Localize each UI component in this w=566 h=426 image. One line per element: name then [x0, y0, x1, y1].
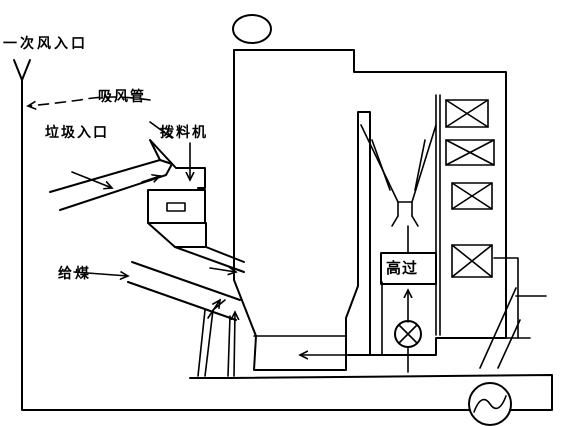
air-duct [21, 79, 471, 411]
outlet-ducts [435, 257, 547, 369]
material-feeder-box [147, 142, 207, 248]
air-return-duct [189, 374, 553, 411]
air-riser-ducts [197, 300, 235, 377]
material-feeder-label: 拨料机 [160, 125, 208, 141]
coal-feed-arrow [73, 272, 128, 276]
circulation-line [300, 281, 408, 373]
garbage-inlet-arrow [71, 171, 112, 188]
suction-duct-line [28, 96, 151, 106]
coal-feed-label: 给煤 [58, 266, 92, 282]
garbage-inlet-label: 垃圾入口 [45, 125, 109, 141]
garbage-conveyor [49, 139, 206, 211]
feed-chutes [73, 246, 245, 321]
superheater-label: 高过 [386, 259, 419, 277]
flue-hopper [360, 124, 437, 227]
primary-air-pipe [13, 59, 553, 411]
boiler-body [233, 49, 507, 371]
air-inlet-funnel [13, 59, 31, 81]
pump-icon [394, 320, 422, 348]
primary-air-inlet-label: 一次风入口 [3, 36, 88, 52]
suction-duct-leader [149, 121, 173, 139]
suction-duct-label: 吸风管 [98, 89, 146, 105]
heat-exchangers [435, 94, 495, 336]
fan-icon [468, 382, 512, 426]
steam-drum [232, 14, 272, 44]
